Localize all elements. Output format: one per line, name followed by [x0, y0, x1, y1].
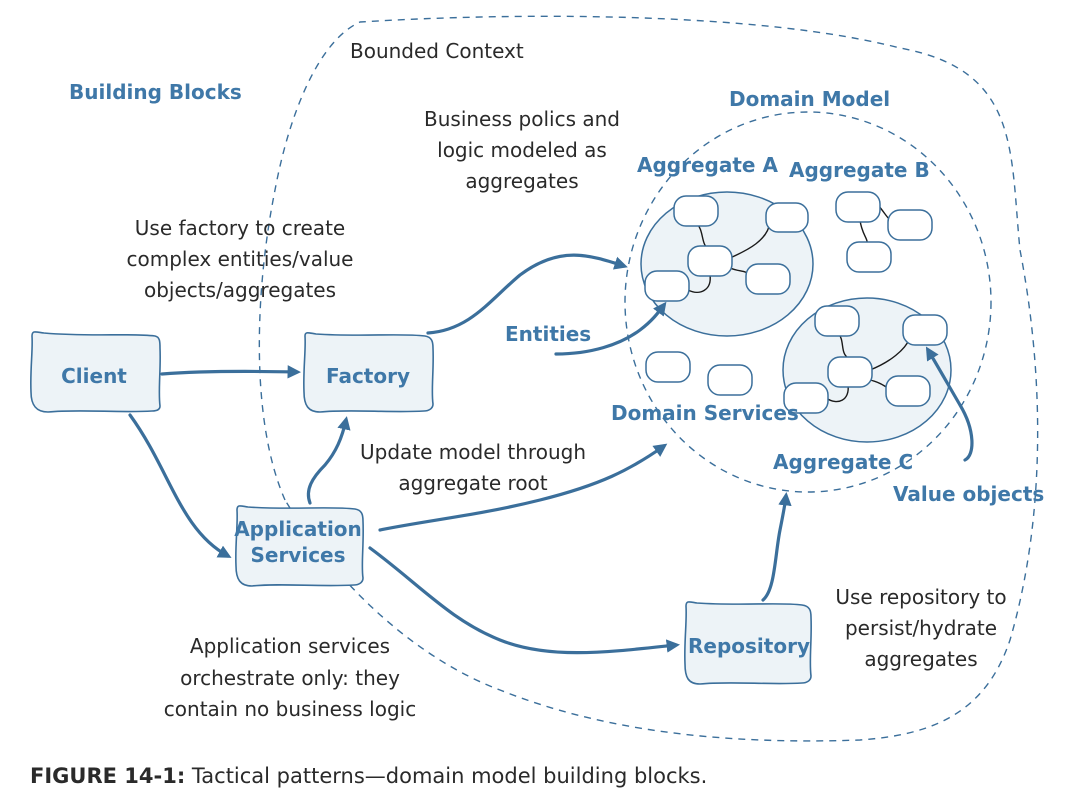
application-services-label-line1: Application — [234, 517, 362, 541]
entity-cell — [885, 375, 931, 407]
building-blocks-title: Building Blocks — [69, 80, 242, 104]
aggregate-a-link — [687, 274, 711, 293]
note-line: aggregates — [465, 169, 578, 193]
entity-cell — [673, 195, 719, 227]
value-objects-label: Value objects — [893, 482, 1044, 506]
entity-cell — [783, 382, 829, 414]
domain-service-cells — [645, 351, 753, 396]
note-line: Use factory to create — [135, 216, 345, 240]
aggregate-b-label: Aggregate B — [789, 158, 930, 182]
application-services-node: Application Services — [234, 505, 365, 587]
note-line: Update model through — [360, 440, 586, 464]
aggregate-a-entities — [644, 195, 809, 302]
aggregate-a-label: Aggregate A — [637, 153, 778, 177]
note-line: objects/aggregates — [144, 278, 336, 302]
arrow-entities-pointer — [554, 301, 667, 356]
entity-cell — [835, 191, 881, 223]
note-line: complex entities/value — [127, 247, 354, 271]
entity-cell — [846, 241, 892, 273]
factory-label: Factory — [326, 364, 410, 388]
business-policies-note: Business polics and logic modeled as agg… — [424, 107, 620, 193]
domain-service-cell — [707, 364, 753, 396]
note-line: aggregate root — [398, 471, 547, 495]
arrow-factory-to-aggregates — [426, 253, 628, 335]
aggregate-c-link — [825, 384, 849, 403]
application-services-label-line2: Services — [250, 543, 345, 567]
arrow-client-to-application-services — [128, 413, 232, 558]
note-line: Business polics and — [424, 107, 620, 131]
aggregate-c-label: Aggregate C — [773, 450, 913, 474]
note-line: persist/hydrate — [845, 616, 997, 640]
factory-note: Use factory to create complex entities/v… — [127, 216, 354, 302]
bounded-context-label: Bounded Context — [350, 39, 524, 63]
figure-caption-label: FIGURE 14-1: — [30, 764, 186, 788]
entity-cell — [745, 263, 791, 295]
note-line: logic modeled as — [437, 138, 607, 162]
entity-cell — [887, 209, 933, 241]
domain-service-cell — [645, 351, 691, 383]
domain-model-boundary — [624, 111, 992, 493]
entity-cell — [902, 314, 948, 346]
repository-note: Use repository to persist/hydrate aggreg… — [835, 585, 1006, 671]
aggregate-c-entities — [783, 305, 948, 414]
factory-node: Factory — [302, 331, 435, 413]
entities-label: Entities — [505, 322, 591, 346]
client-node: Client — [29, 331, 162, 413]
update-model-note: Update model through aggregate root — [360, 440, 586, 495]
domain-model-label: Domain Model — [729, 87, 890, 111]
entity-cell — [644, 270, 690, 302]
entity-cell — [827, 356, 873, 388]
client-label: Client — [61, 364, 127, 388]
application-services-note: Application services orchestrate only: t… — [164, 634, 416, 721]
repository-node: Repository — [683, 601, 813, 685]
note-line: Application services — [190, 634, 390, 658]
arrow-value-objects-pointer — [925, 346, 974, 462]
domain-services-label: Domain Services — [611, 401, 799, 425]
entity-cell — [687, 245, 733, 277]
aggregate-b-entities — [835, 191, 933, 273]
arrow-repository-to-aggregate-c — [761, 491, 792, 602]
figure-caption: FIGURE 14-1: Tactical patterns—domain mo… — [30, 764, 707, 788]
entity-cell — [765, 202, 809, 233]
bounded-context-boundary — [258, 15, 1039, 742]
arrow-application-services-to-repository — [368, 546, 681, 655]
repository-label: Repository — [688, 634, 810, 658]
note-line: contain no business logic — [164, 697, 416, 721]
entity-cell — [814, 305, 860, 337]
note-line: orchestrate only: they — [180, 666, 400, 690]
note-line: aggregates — [864, 647, 977, 671]
arrow-client-to-factory — [160, 365, 302, 379]
arrow-application-services-to-factory — [306, 416, 351, 505]
note-line: Use repository to — [835, 585, 1006, 609]
figure-caption-text: Tactical patterns—domain model building … — [191, 764, 708, 788]
arrow-application-services-to-domain-model — [378, 443, 668, 532]
